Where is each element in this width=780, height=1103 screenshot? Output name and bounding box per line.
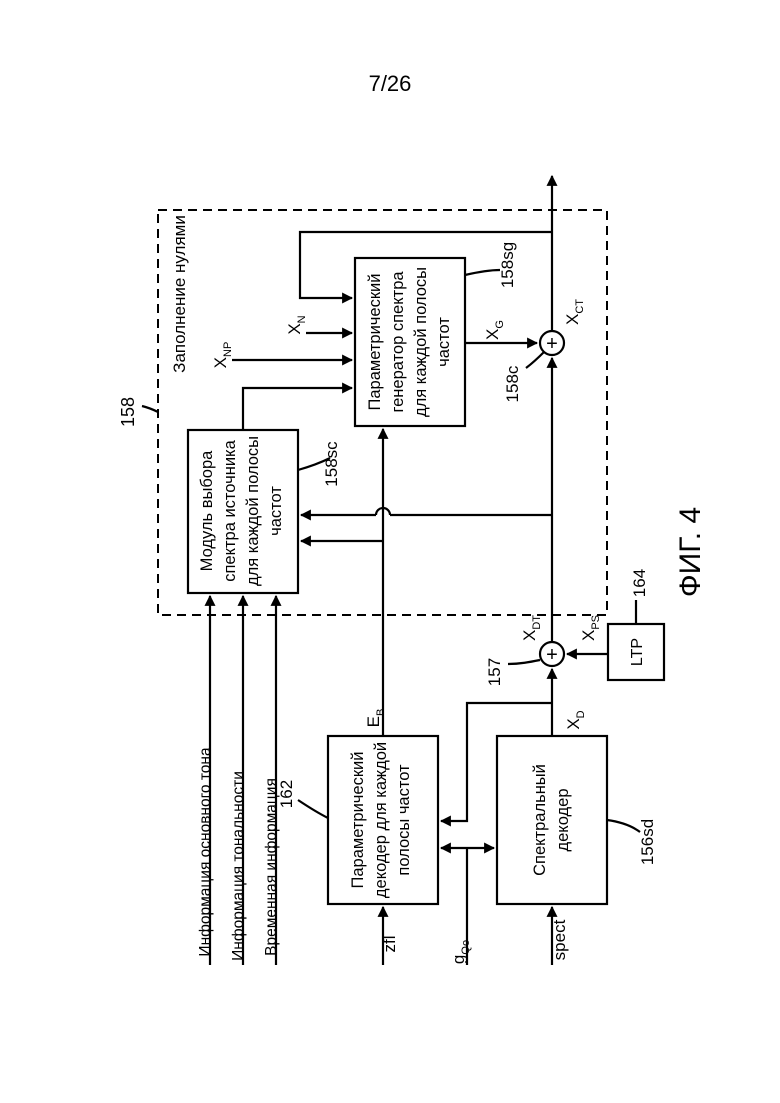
generator-line-3: для каждой полосы [412,267,430,417]
generator-ref: 158sg [498,242,517,288]
adder-ct-ref-leader [526,352,544,368]
zero-fill-title: Заполнение нулями [170,215,189,373]
spectral-decoder-block [497,736,607,904]
generator-line-1: Параметрический [366,274,384,411]
adder-dt-symbol: + [546,644,558,666]
adder-dt-ref: 157 [485,658,504,686]
selector-line-3: для каждой полосы [244,436,262,586]
input-tonality-info: Информация тональности [230,771,247,961]
signal-xn: XN [285,315,308,334]
signal-xct: XCT [563,299,586,325]
param-decoder-line-2: декодер для каждой [372,742,390,898]
page-number: 7/26 [369,71,412,96]
spectral-decoder-line-2: декодер [554,788,572,851]
input-gqo: gQo [449,940,472,964]
ltp-ref: 164 [630,569,649,597]
generator-line-4: частот [435,317,453,367]
adder-ct-ref: 158c [503,365,522,402]
spectral-decoder-ref: 156sd [638,819,657,865]
spectral-decoder-line-1: Спектральный [531,764,549,876]
signal-xd: XD [564,710,587,729]
selector-line-4: частот [267,486,285,536]
signal-xdt: XDT [520,615,543,641]
signal-xps: XPS [579,615,602,641]
param-decoder-line-3: полосы частот [395,764,413,876]
input-temporal-info: Временная информация [263,778,280,956]
signal-xg: XG [483,320,506,340]
param-decoder-line-1: Параметрический [349,752,367,889]
spectral-decoder-ref-leader [607,820,640,832]
input-pitch-info: Информация основного тона [197,747,214,957]
adder-dt-ref-leader [508,660,540,664]
selector-to-generator [243,388,352,430]
param-decoder-ref-leader [298,800,328,818]
generator-ref-leader [465,270,500,275]
zero-fill-ref: 158 [118,397,138,427]
signal-xnp: XNP [211,342,234,369]
selector-line-2: спектра источника [221,439,239,581]
generator-line-2: генератор спектра [389,271,407,413]
zero-fill-ref-leader [142,406,158,412]
figure-caption: ФИГ. 4 [674,507,707,597]
ltp-label: LTP [629,638,646,666]
selector-ref: 158sc [322,441,341,487]
selector-line-1: Модуль выбора [198,450,216,571]
adder-ct-symbol: + [546,333,558,355]
